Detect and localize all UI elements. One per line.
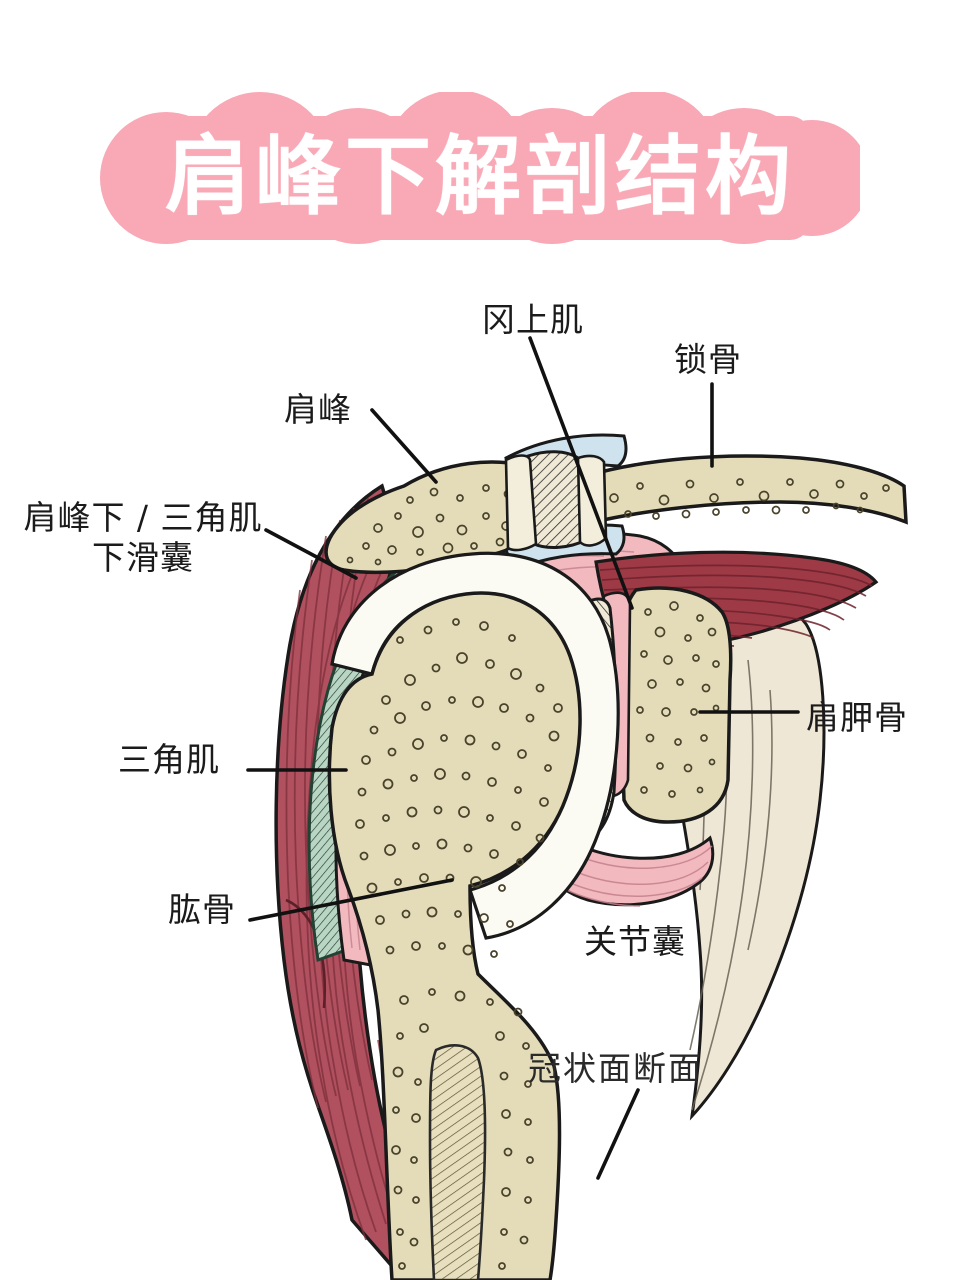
leader-capsule (596, 1088, 640, 1180)
label-deltoid: 三角肌 (118, 740, 220, 779)
title-banner: 肩峰下解剖结构 (100, 92, 860, 262)
inferior-capsule (538, 823, 715, 907)
scapula-bone (617, 586, 733, 824)
humerus-bone (327, 591, 582, 1280)
clavicle-trabeculae (598, 478, 890, 520)
label-subacromial-subdeltoid-bursa: 肩峰下 / 三角肌 下滑囊 (18, 498, 268, 579)
label-supraspinatus: 冈上肌 (482, 300, 584, 339)
label-bursa-line1: 肩峰下 / 三角肌 (23, 498, 263, 537)
banner-shape (100, 92, 860, 244)
humerus-shaft-detail (391, 988, 534, 1280)
leader-acromion (370, 408, 438, 484)
banner-title: 肩峰下解剖结构 (165, 127, 795, 227)
humerus-trabeculae (355, 618, 563, 958)
label-acromion: 肩峰 (284, 390, 352, 429)
leader-lines (246, 336, 800, 1180)
leader-humerus (248, 878, 454, 922)
scapula-trabeculae (636, 601, 720, 798)
leader-supraspinatus (528, 336, 634, 610)
leader-bursa (264, 528, 358, 580)
label-clavicle: 锁骨 (674, 340, 742, 379)
medullary-canal (428, 1044, 487, 1280)
label-joint-capsule: 关节囊 (584, 922, 686, 961)
figure-caption: 冠状面断面 (528, 1049, 703, 1088)
label-bursa-line2: 下滑囊 (92, 538, 194, 578)
anatomy-figure (0, 260, 960, 1280)
label-humerus: 肱骨 (168, 890, 236, 929)
anatomy-svg (246, 336, 908, 1280)
label-scapula: 肩胛骨 (806, 698, 908, 737)
acromion-medial-facet (504, 454, 538, 552)
